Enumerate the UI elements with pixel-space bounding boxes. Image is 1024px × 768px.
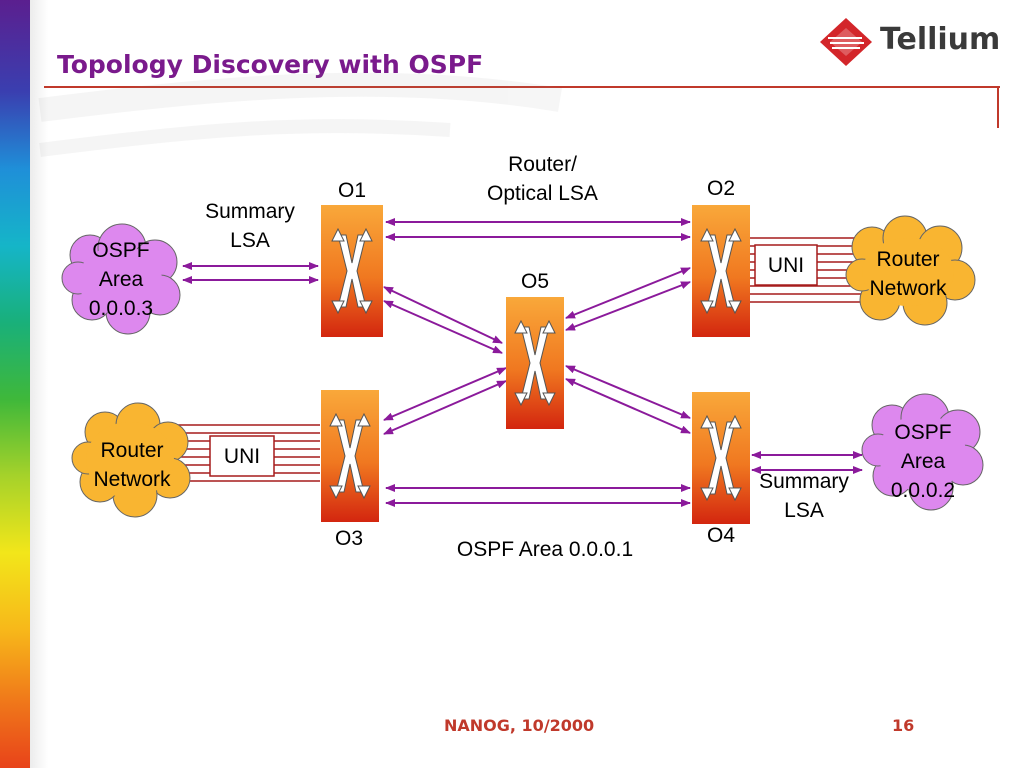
uni-left-label: UNI — [223, 445, 261, 468]
slide-title: Topology Discovery with OSPF — [57, 50, 484, 79]
title-rule-corner — [997, 86, 999, 128]
switch-o4 — [692, 392, 750, 524]
background-swoosh — [38, 72, 562, 157]
summary-lsa-left-label: Summary LSA — [186, 197, 314, 255]
router-network-left-line1: Router — [100, 439, 164, 462]
switch-o5-label: O5 — [520, 270, 549, 293]
cloud-router-network-left — [71, 402, 191, 518]
cloud-ospf-area-left-label: OSPF Area 0.0.0.3 — [62, 236, 180, 323]
arrow-o5-o2-b — [565, 281, 691, 331]
uni-box-left — [209, 435, 275, 477]
uni-right-label: UNI — [767, 254, 805, 277]
ospf-area-backbone-label: OSPF Area 0.0.0.1 — [456, 538, 634, 561]
summary-lsa-right-line1: Summary — [759, 470, 849, 493]
title-underline — [44, 86, 1000, 88]
ospf-area-right-line2: Area — [900, 450, 946, 473]
router-optical-lsa-line1: Router/ — [508, 153, 577, 176]
lsa-arrows — [182, 218, 863, 507]
cloud-ospf-area-right — [861, 393, 984, 511]
switch-o2 — [692, 205, 750, 337]
router-network-right-line1: Router — [876, 248, 940, 271]
switch-o5 — [506, 297, 564, 429]
sidebar-fade — [30, 0, 48, 768]
arrow-o3-o5-b — [383, 380, 507, 435]
router-network-right-line2: Network — [869, 277, 947, 300]
arrow-o1-o5-a — [383, 286, 503, 344]
ospf-area-left-line1: OSPF — [92, 239, 150, 262]
page-number: 16 — [892, 716, 915, 735]
router-optical-lsa-label: Router/ Optical LSA — [465, 150, 620, 208]
summary-lsa-left-line1: Summary — [205, 200, 295, 223]
footer-event: NANOG, 10/2000 — [444, 716, 595, 735]
tellium-logo-icon — [820, 18, 872, 66]
switch-o4-label: O4 — [706, 524, 735, 547]
rainbow-sidebar — [0, 0, 30, 768]
arrow-o5-o4-b — [565, 378, 691, 434]
arrow-o5-o2-a — [565, 267, 691, 319]
switch-o3-label: O3 — [334, 527, 363, 550]
switch-o1 — [321, 205, 383, 337]
switch-o3 — [321, 390, 379, 522]
cloud-ospf-area-right-label: OSPF Area 0.0.0.2 — [864, 418, 982, 505]
router-network-left-line2: Network — [93, 468, 171, 491]
arrow-o5-o4-a — [565, 365, 691, 419]
ospf-area-right-line3: 0.0.0.2 — [890, 479, 956, 502]
logo-text: Tellium — [880, 22, 1001, 57]
cloud-router-network-right-label: Router Network — [846, 245, 970, 303]
cloud-router-network-right — [845, 215, 976, 326]
cloud-ospf-area-left — [61, 223, 181, 335]
ospf-area-left-line3: 0.0.0.3 — [88, 297, 154, 320]
uni-box-right — [754, 244, 818, 286]
switch-o1-label: O1 — [337, 179, 366, 202]
ospf-area-right-line1: OSPF — [894, 421, 952, 444]
ospf-area-left-line2: Area — [98, 268, 144, 291]
summary-lsa-left-line2: LSA — [230, 229, 270, 252]
summary-lsa-right-line2: LSA — [784, 499, 824, 522]
arrow-o3-o5-a — [383, 367, 507, 421]
summary-lsa-right-label: Summary LSA — [742, 467, 866, 525]
arrow-o1-o5-b — [383, 300, 503, 354]
router-optical-lsa-line2: Optical LSA — [487, 182, 598, 205]
cloud-router-network-left-label: Router Network — [72, 436, 192, 494]
switch-o2-label: O2 — [706, 177, 735, 200]
